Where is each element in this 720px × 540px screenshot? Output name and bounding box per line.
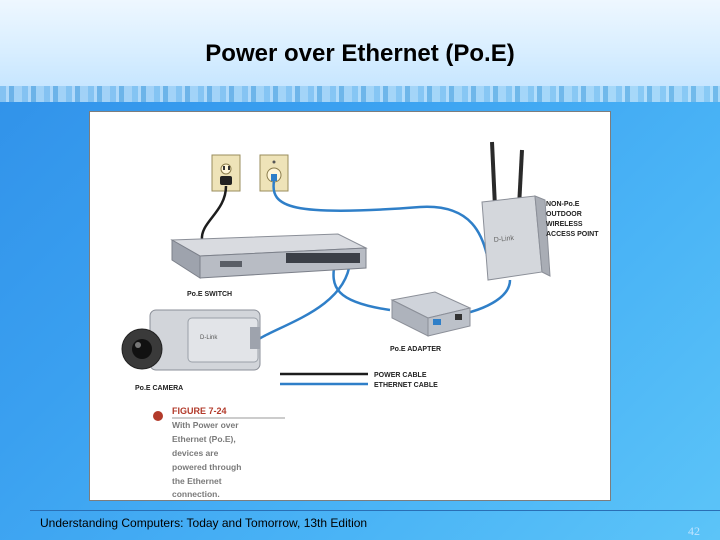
access-point-label: NON-Po.E OUTDOOR WIRELESS ACCESS POINT [546, 201, 599, 238]
page-number: 42 [688, 524, 700, 538]
access-point-icon: D-Link [481, 141, 551, 281]
ap-brand: D-Link [493, 235, 514, 244]
caption-line: With Power over [172, 420, 239, 430]
ap-label-line: WIRELESS [546, 221, 583, 228]
footer-text: Understanding Computers: Today and Tomor… [40, 516, 368, 530]
figure-frame: Po.E SWITCH D-Link NON-Po.E OUTDOOR WIRE… [89, 111, 611, 501]
decorative-strip [0, 86, 720, 102]
footer-divider [30, 510, 720, 511]
ap-label-line: OUTDOOR [546, 211, 582, 218]
ethernet-cable [272, 180, 492, 273]
caption-line: connection. [172, 489, 220, 499]
ap-label-line: ACCESS POINT [546, 231, 599, 238]
poe-camera-icon: D-Link [121, 309, 261, 371]
adapter-label: Po.E ADAPTER [390, 346, 441, 353]
ethernet-cable-legend: ETHERNET CABLE [374, 382, 438, 389]
poe-adapter-icon [390, 291, 472, 337]
cable-legend: POWER CABLE ETHERNET CABLE [280, 372, 438, 389]
caption-marker-icon [153, 411, 163, 421]
camera-brand: D-Link [200, 335, 218, 341]
camera-label: Po.E CAMERA [135, 385, 183, 392]
power-cable-legend: POWER CABLE [374, 372, 427, 379]
caption-line: devices are [172, 448, 219, 458]
switch-label: Po.E SWITCH [187, 291, 232, 298]
caption-line: Ethernet (Po.E), [172, 434, 236, 444]
figure-caption: FIGURE 7-24 With Power over Ethernet (Po… [153, 406, 285, 499]
power-cable [200, 185, 228, 241]
poe-diagram: Po.E SWITCH D-Link NON-Po.E OUTDOOR WIRE… [121, 141, 599, 499]
caption-line: the Ethernet [172, 476, 222, 486]
ap-label-line: NON-Po.E [546, 201, 580, 208]
slide-title: Power over Ethernet (Po.E) [205, 40, 515, 67]
poe-switch-icon [170, 233, 368, 279]
caption-number: FIGURE 7-24 [172, 406, 227, 416]
power-outlet-icon [211, 154, 241, 192]
ethernet-cable [251, 261, 352, 345]
caption-line: powered through [172, 462, 241, 472]
title-bar [0, 0, 720, 86]
